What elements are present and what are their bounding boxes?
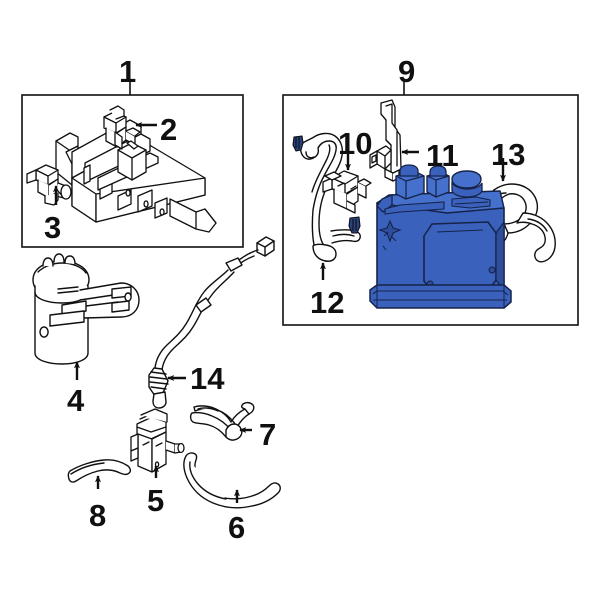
callout-label-14: 14 bbox=[190, 361, 225, 396]
callout-label-4: 4 bbox=[67, 383, 85, 418]
purge-valve bbox=[322, 170, 372, 214]
callout-label-1: 1 bbox=[119, 54, 137, 89]
callout-label-13: 13 bbox=[491, 137, 526, 172]
callout-label-11: 11 bbox=[426, 138, 459, 173]
hose-clip-lower bbox=[348, 216, 361, 234]
callout-label-3: 3 bbox=[44, 210, 62, 245]
canister-inlet-hose bbox=[300, 132, 361, 262]
canister-bracket bbox=[369, 99, 402, 182]
callout-label-9: 9 bbox=[398, 54, 416, 89]
egr-valve bbox=[32, 253, 140, 365]
callout-label-5: 5 bbox=[147, 483, 165, 518]
callout-label-12: 12 bbox=[310, 285, 345, 320]
short-hose bbox=[67, 459, 132, 483]
callout-label-2: 2 bbox=[160, 112, 178, 147]
hose-clip-upper bbox=[292, 135, 304, 152]
oxygen-sensor bbox=[148, 236, 275, 409]
vacuum-switching-valve-lower bbox=[26, 164, 72, 206]
curved-hose bbox=[183, 452, 281, 509]
vacuum-switching-valve-upper bbox=[103, 105, 141, 150]
vapor-canister bbox=[369, 164, 512, 309]
callout-label-8: 8 bbox=[89, 498, 107, 533]
y-hose bbox=[189, 401, 255, 441]
callout-label-10: 10 bbox=[338, 126, 373, 161]
callout-label-7: 7 bbox=[259, 417, 277, 452]
vapor-pressure-sensor bbox=[130, 408, 185, 473]
callout-label-6: 6 bbox=[228, 510, 246, 545]
